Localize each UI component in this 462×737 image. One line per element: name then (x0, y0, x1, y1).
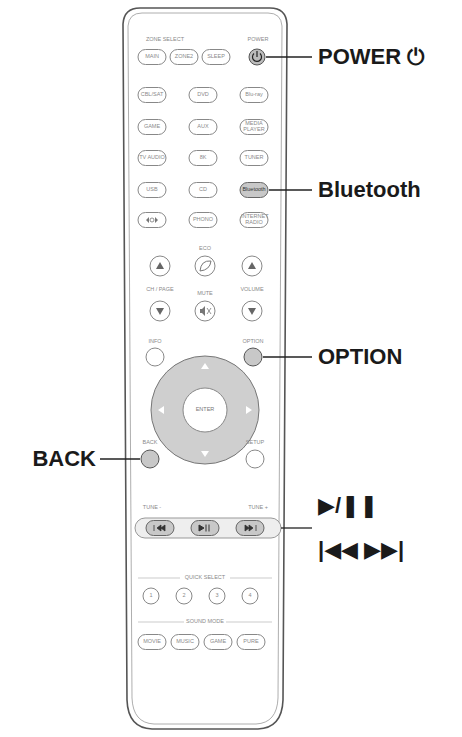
callout-label: |◀◀ ▶▶| (318, 539, 404, 561)
callout-label: BACK (32, 448, 96, 470)
leader-line (100, 57, 312, 528)
callout-label: POWER ⏻ (318, 46, 424, 68)
button-label: GAME (144, 124, 160, 130)
button-label: CD (199, 187, 207, 193)
button-label: TUNER (245, 155, 264, 161)
button-label: ZONE SELECT (146, 37, 184, 43)
button-label: SETUP (246, 440, 264, 446)
button-label: GAME (210, 639, 226, 645)
button-label: TV AUDIO (139, 155, 165, 161)
button-label: MEDIA PLAYER (241, 121, 267, 133)
button-label: ECO (199, 246, 211, 252)
button-label: SOUND MODE (186, 619, 224, 625)
button-label: CH / PAGE (146, 287, 173, 293)
button-label: AUX (197, 124, 208, 130)
button-label: MUTE (197, 291, 213, 297)
remote-body (123, 8, 287, 729)
button-label: MAIN (145, 54, 159, 60)
button-label: Blu-ray (245, 92, 262, 98)
button-label: OPTION (242, 339, 263, 345)
button-label: ENTER (196, 407, 215, 413)
button-label: PHONO (193, 217, 213, 223)
button-label: QUICK SELECT (185, 575, 225, 581)
button-label: POWER (248, 37, 269, 43)
button-label: INFO (148, 339, 161, 345)
button-label: DVD (197, 92, 209, 98)
button-label: PURE (243, 639, 258, 645)
button-label: 3 (215, 593, 218, 599)
button-label: TUNE + (248, 505, 268, 511)
button-label: VOLUME (240, 287, 263, 293)
callout-label: ▶/❚❚ (318, 495, 378, 517)
button-label: SLEEP (207, 54, 225, 60)
button-label: INTERNET RADIO (241, 214, 267, 226)
button-label: MOVIE (143, 639, 161, 645)
button-label: 4 (248, 593, 251, 599)
button-label: 8K (200, 155, 207, 161)
button-label: CBL/SAT (141, 92, 164, 98)
button-label: ZONE2 (175, 54, 193, 60)
power-button (249, 49, 265, 65)
button-label: MUSIC (176, 639, 194, 645)
button-label: Bluetooth (242, 187, 265, 193)
button-label: BACK (143, 440, 158, 446)
callout-label: OPTION (318, 346, 402, 368)
button-label: 2 (182, 593, 185, 599)
button-label: 1 (149, 593, 152, 599)
button-label: USB (146, 187, 157, 193)
callout-label: Bluetooth (318, 179, 421, 201)
button-label: TUNE - (143, 505, 161, 511)
